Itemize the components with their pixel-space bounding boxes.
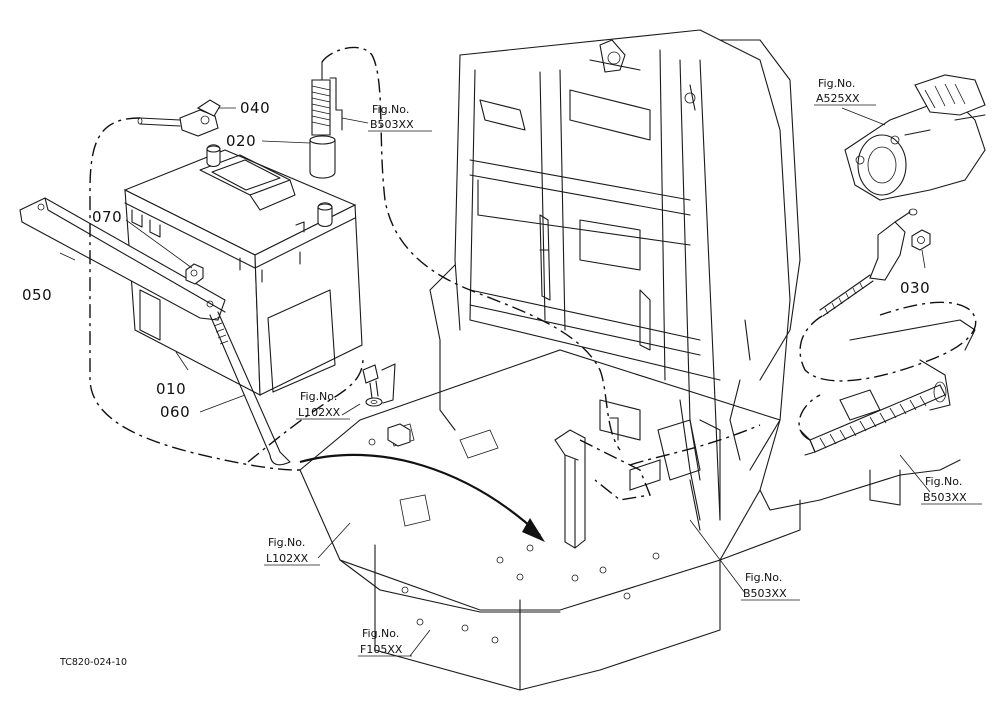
svg-text:Fig.No.: Fig.No. bbox=[362, 627, 399, 640]
svg-text:A525XX: A525XX bbox=[816, 92, 860, 105]
callout-030: 030 bbox=[900, 279, 930, 297]
callout-010: 010 bbox=[156, 380, 186, 398]
negative-cable bbox=[137, 99, 221, 137]
lower-frame bbox=[374, 459, 961, 691]
svg-text:Fig.No.: Fig.No. bbox=[925, 475, 962, 488]
svg-text:Fig.No.: Fig.No. bbox=[300, 390, 337, 403]
ref-l102-lower: Fig.No. L102XX bbox=[264, 536, 320, 566]
svg-text:B503XX: B503XX bbox=[370, 118, 414, 131]
ref-a525: Fig.No. A525XX bbox=[814, 77, 876, 106]
mast-frame bbox=[429, 29, 801, 531]
svg-text:B503XX: B503XX bbox=[923, 491, 967, 504]
callout-labels: 040 020 070 050 010 060 030 bbox=[22, 99, 930, 421]
callout-070: 070 bbox=[92, 208, 122, 226]
install-arrow bbox=[299, 453, 545, 542]
drawing-code: TC820-024-10 bbox=[59, 657, 127, 668]
svg-text:B503XX: B503XX bbox=[743, 587, 787, 600]
ref-b503-right: Fig.No. B503XX bbox=[921, 475, 982, 505]
svg-text:Fig.No.: Fig.No. bbox=[818, 77, 855, 90]
callout-050: 050 bbox=[22, 286, 52, 304]
svg-text:F105XX: F105XX bbox=[360, 643, 403, 656]
floor-plate bbox=[299, 349, 781, 613]
hold-down-bolt bbox=[209, 311, 291, 466]
svg-text:Fig.No.: Fig.No. bbox=[372, 103, 409, 116]
callout-040: 040 bbox=[240, 99, 270, 117]
right-battery-cable bbox=[799, 319, 976, 456]
svg-text:Fig.No.: Fig.No. bbox=[268, 536, 305, 549]
starter-cable bbox=[819, 208, 931, 317]
ref-b503-top: Fig.No. B503XX bbox=[368, 103, 432, 132]
battery-stand-bracket bbox=[554, 419, 701, 549]
ref-l102-upper: Fig.No. L102XX bbox=[296, 390, 350, 420]
mount-bolt bbox=[362, 363, 411, 447]
callout-060: 060 bbox=[160, 403, 190, 421]
callout-020: 020 bbox=[226, 132, 256, 150]
starter-motor bbox=[844, 74, 986, 201]
ref-f105: Fig.No. F105XX bbox=[358, 627, 412, 657]
svg-text:L102XX: L102XX bbox=[298, 406, 341, 419]
assembly-boundary-lines bbox=[89, 46, 977, 501]
svg-text:L102XX: L102XX bbox=[266, 552, 309, 565]
figure-references: Fig.No. B503XX Fig.No. A525XX Fig.No. L1… bbox=[264, 77, 982, 657]
svg-text:Fig.No.: Fig.No. bbox=[745, 571, 782, 584]
hold-down-bar bbox=[19, 197, 226, 321]
nut bbox=[185, 263, 204, 285]
ref-b503-bottom: Fig.No. B503XX bbox=[741, 571, 800, 601]
positive-terminal bbox=[309, 61, 343, 179]
leader-lines bbox=[59, 107, 931, 657]
